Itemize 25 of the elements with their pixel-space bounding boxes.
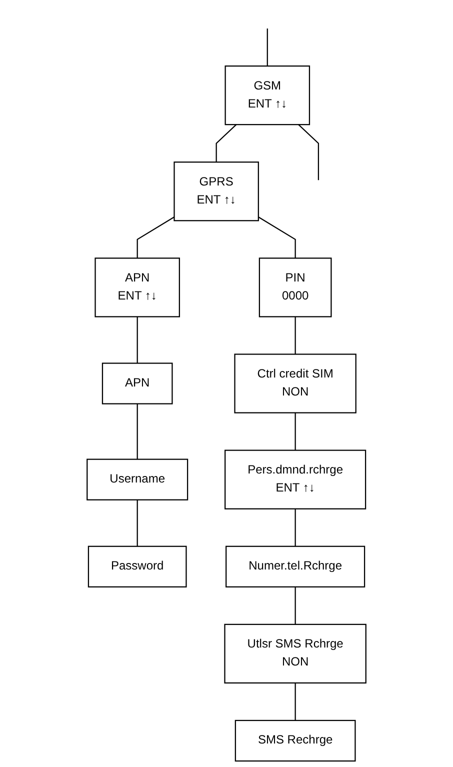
node-box: GPRS ENT ↑↓ [174, 162, 259, 222]
node-box: Username [86, 458, 188, 500]
connector [136, 500, 138, 546]
connector [136, 216, 175, 258]
node-box: Utlsr SMS Rchrge NON [224, 624, 366, 684]
connector [266, 28, 268, 66]
connector [294, 586, 296, 624]
connector [258, 216, 296, 258]
connector [294, 508, 296, 546]
connector [136, 404, 138, 460]
connector [294, 412, 296, 450]
connector [136, 316, 138, 364]
node-box: SMS Rechrge [234, 720, 356, 762]
node-box: Ctrl credit SIM NON [234, 354, 356, 414]
connector [294, 316, 296, 354]
node-box: Password [88, 546, 187, 588]
node-box: Pers.dmnd.rchrge ENT ↑↓ [224, 450, 366, 510]
node-box: GSM ENT ↑↓ [224, 65, 310, 126]
node-box: PIN 0000 [258, 258, 332, 318]
connector [298, 124, 320, 180]
node-box: Numer.tel.Rchrge [226, 546, 366, 588]
connector [216, 124, 237, 162]
connector [294, 682, 296, 720]
node-box: APN ENT ↑↓ [94, 258, 180, 318]
node-box: APN [102, 362, 173, 404]
